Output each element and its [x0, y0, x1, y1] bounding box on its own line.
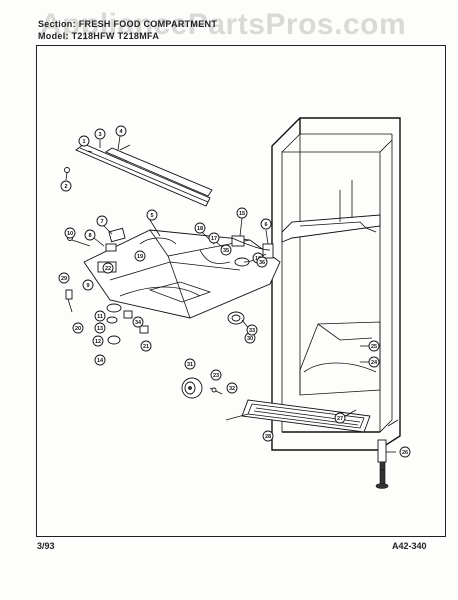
trim-strip-drawing [64, 143, 213, 207]
svg-text:29: 29 [61, 276, 67, 282]
svg-text:18: 18 [197, 226, 203, 232]
toe-grille-drawing [241, 399, 371, 433]
svg-text:35: 35 [223, 248, 229, 254]
svg-text:10: 10 [67, 231, 73, 237]
callout-12: 12 [92, 335, 104, 347]
svg-text:15: 15 [239, 211, 245, 217]
svg-text:32: 32 [229, 386, 235, 392]
svg-text:20: 20 [75, 326, 81, 332]
callout-17: 17 [208, 232, 220, 244]
model-title: Model: T218HFW T218MFA [38, 31, 160, 41]
callout-32: 32 [226, 382, 238, 394]
svg-text:30: 30 [247, 336, 253, 342]
callout-21: 21 [140, 340, 152, 352]
svg-text:21: 21 [143, 344, 149, 350]
svg-text:13: 13 [97, 326, 103, 332]
svg-text:22: 22 [105, 266, 111, 272]
callout-19: 19 [134, 250, 146, 262]
callout-10: 10 [64, 227, 76, 239]
callout-34: 34 [132, 316, 144, 328]
footer-code: A42-340 [392, 541, 427, 551]
svg-text:11: 11 [97, 314, 103, 320]
callout-20: 20 [72, 322, 84, 334]
svg-text:4: 4 [119, 129, 123, 135]
callout-23: 23 [210, 369, 222, 381]
callout-28: 28 [262, 430, 274, 442]
svg-text:23: 23 [213, 373, 219, 379]
svg-text:27: 27 [337, 416, 343, 422]
callout-15: 15 [236, 207, 248, 219]
svg-text:17: 17 [211, 236, 217, 242]
footer-date: 3/93 [37, 541, 55, 551]
callout-8: 8 [84, 229, 96, 241]
section-title: Section: FRESH FOOD COMPARTMENT [38, 19, 218, 29]
svg-text:25: 25 [371, 344, 377, 350]
callout-35: 35 [220, 244, 232, 256]
roller-drawing [181, 377, 223, 399]
svg-text:19: 19 [137, 254, 143, 260]
callout-7: 7 [96, 215, 108, 227]
watermark: AppliancePartsPros.com [40, 8, 407, 41]
svg-text:6: 6 [264, 222, 267, 228]
callout-11: 11 [94, 310, 106, 322]
callout-13: 13 [94, 322, 106, 334]
callout-2: 2 [60, 180, 72, 192]
svg-text:24: 24 [371, 360, 378, 366]
callout-5: 5 [146, 209, 158, 221]
svg-text:34: 34 [135, 320, 142, 326]
callout-31: 31 [184, 358, 196, 370]
callout-18: 18 [194, 222, 206, 234]
svg-text:33: 33 [249, 328, 255, 334]
callout-6: 6 [260, 218, 272, 230]
svg-text:28: 28 [265, 434, 271, 440]
svg-text:9: 9 [86, 283, 89, 289]
callout-9: 9 [82, 279, 94, 291]
svg-text:14: 14 [97, 358, 104, 364]
callout-25: 25 [368, 340, 380, 352]
svg-text:36: 36 [259, 260, 265, 266]
svg-text:1: 1 [82, 139, 85, 145]
callout-26: 26 [399, 446, 411, 458]
svg-text:26: 26 [402, 450, 408, 456]
svg-text:2: 2 [64, 184, 67, 190]
callout-1: 1 [78, 135, 90, 147]
svg-text:3: 3 [98, 132, 101, 138]
callout-29: 29 [58, 272, 70, 284]
callout-22: 22 [102, 262, 114, 274]
leveling-leg-drawing [375, 469, 389, 489]
callout-3: 3 [94, 128, 106, 140]
svg-text:31: 31 [187, 362, 193, 368]
callout-24: 24 [368, 356, 380, 368]
svg-text:12: 12 [95, 339, 101, 345]
callout-27: 27 [334, 412, 346, 424]
callout-36: 36 [256, 256, 268, 268]
svg-text:7: 7 [100, 219, 103, 225]
callout-4: 4 [115, 125, 127, 137]
callout-33: 33 [246, 324, 258, 336]
svg-text:5: 5 [150, 213, 153, 219]
leader-lines [87, 135, 396, 453]
callout-14: 14 [94, 354, 106, 366]
svg-text:8: 8 [88, 233, 91, 239]
diagram-frame [36, 45, 446, 537]
cabinet-drawing [271, 117, 401, 471]
